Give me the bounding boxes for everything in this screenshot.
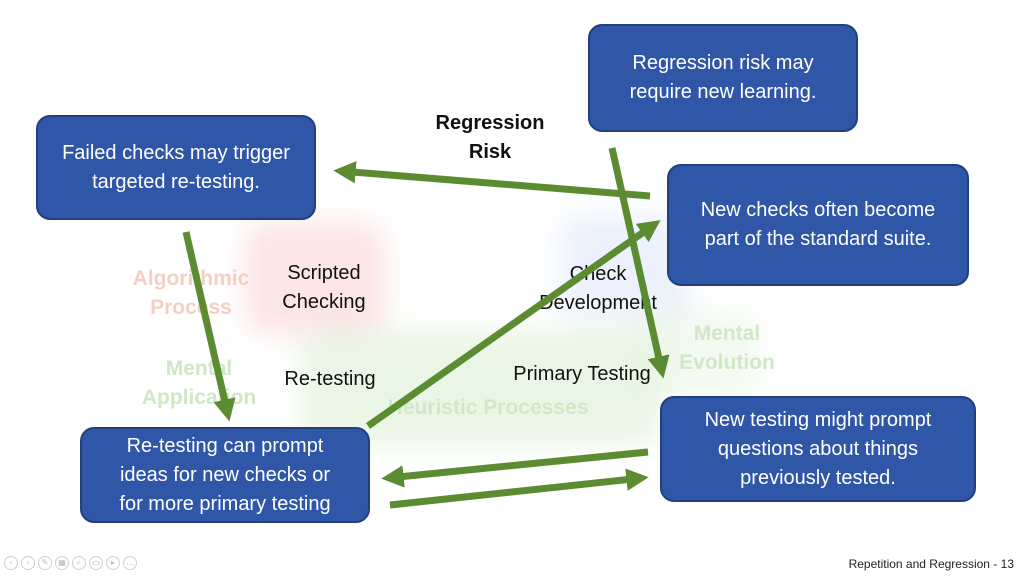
arrow-failed-checks-to-retesting bbox=[182, 231, 236, 422]
arrow-retesting-to-new-testing bbox=[389, 468, 649, 509]
slide-footer: Repetition and Regression - 13 bbox=[848, 557, 1014, 571]
box-failed-checks-text: Failed checks may trigger targeted re-te… bbox=[62, 141, 290, 193]
box-retesting-prompt: Re-testing can prompt ideas for new chec… bbox=[80, 427, 370, 523]
subtitles-icon[interactable]: ▭ bbox=[89, 556, 103, 570]
bg-label-algorithmic-process: Algorithmic Process bbox=[132, 267, 250, 319]
camera-icon[interactable]: ▸ bbox=[106, 556, 120, 570]
prev-icon[interactable]: ‹ bbox=[4, 556, 18, 570]
label-primary-testing: Primary Testing bbox=[513, 363, 651, 385]
more-icon[interactable]: … bbox=[123, 556, 137, 570]
box-new-checks: New checks often become part of the stan… bbox=[667, 164, 969, 286]
venn-circle-scripted bbox=[245, 222, 385, 334]
arrow-new-checks-to-failed-checks bbox=[333, 161, 651, 200]
box-new-testing: New testing might prompt questions about… bbox=[660, 396, 976, 502]
pen-icon[interactable]: ✎ bbox=[38, 556, 52, 570]
label-regression-risk: Regression Risk bbox=[435, 112, 545, 163]
label-re-testing: Re-testing bbox=[284, 368, 376, 390]
box-regression-risk-learning: Regression risk may require new learning… bbox=[588, 24, 858, 132]
next-icon[interactable]: › bbox=[21, 556, 35, 570]
bg-label-heuristic-processes: Heuristic Processes bbox=[387, 396, 589, 419]
box-new-checks-text: New checks often become part of the stan… bbox=[700, 199, 936, 250]
label-scripted-checking: Scripted Checking bbox=[282, 262, 366, 313]
box-regression-risk-learning-text: Regression risk may require new learning… bbox=[629, 52, 817, 103]
arrow-regression-to-primary-testing bbox=[608, 147, 670, 379]
arrow-retesting-to-new-checks bbox=[365, 220, 661, 429]
box-failed-checks: Failed checks may trigger targeted re-te… bbox=[36, 115, 316, 220]
box-new-testing-text: New testing might prompt questions about… bbox=[704, 408, 932, 489]
presentation-toolbar: ‹ › ✎ ▦ ⌕ ▭ ▸ … bbox=[4, 556, 137, 570]
label-check-development: Check Development bbox=[539, 263, 657, 314]
box-retesting-prompt-text: Re-testing can prompt ideas for new chec… bbox=[119, 434, 331, 515]
zoom-icon[interactable]: ⌕ bbox=[72, 556, 86, 570]
slides-icon[interactable]: ▦ bbox=[55, 556, 69, 570]
bg-label-mental-evolution: Mental Evolution bbox=[679, 322, 775, 374]
arrow-new-testing-to-retesting bbox=[381, 448, 649, 488]
